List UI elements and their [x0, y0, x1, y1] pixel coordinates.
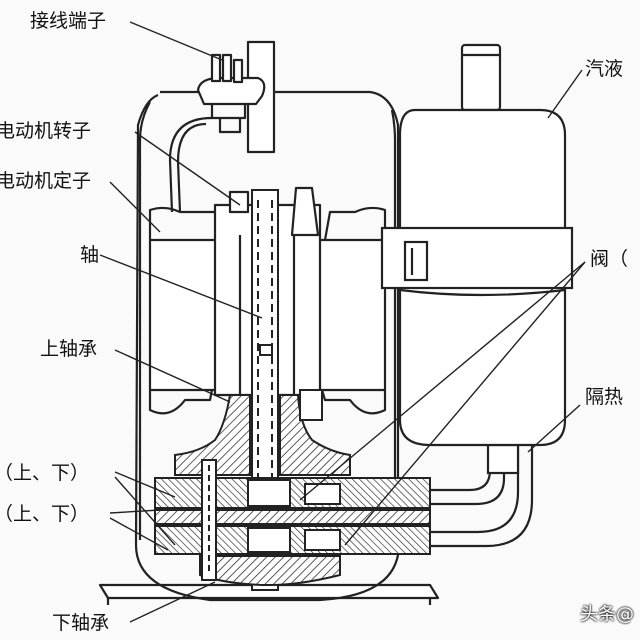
leader-shaft — [99, 254, 263, 319]
label-insulation: 隔热 — [585, 386, 624, 408]
leader-plate-1 — [109, 509, 161, 514]
label-stator: 电动机定子 — [0, 170, 92, 192]
outer-shell — [134, 90, 400, 602]
lower-cylinder — [154, 525, 431, 555]
label-upper-lower-1: （上、下） — [0, 462, 90, 484]
label-terminal: 接线端子 — [30, 10, 107, 32]
leader-accumulator — [547, 69, 583, 119]
leader-lower-bearing — [129, 581, 216, 623]
middle-plate — [154, 509, 431, 525]
leader-valve-1 — [299, 261, 586, 501]
label-upper-bearing: 上轴承 — [40, 338, 98, 360]
label-rotor: 电动机转子 — [0, 120, 92, 142]
leader-upper-bearing — [114, 349, 231, 403]
leader-valve-2 — [344, 261, 586, 546]
leader-rotor — [134, 131, 241, 206]
upper-bearing — [174, 394, 251, 476]
watermark: 头条@ — [580, 604, 634, 625]
leader-plate-2 — [109, 517, 169, 551]
leader-cylinder-1 — [114, 471, 176, 498]
label-lower-bearing: 下轴承 — [52, 612, 110, 634]
upper-cylinder — [154, 477, 431, 509]
lower-bearing — [199, 555, 341, 587]
label-upper-lower-2: （上、下） — [0, 503, 90, 525]
label-accumulator: 汽液 — [585, 58, 624, 80]
label-valve: 阀（ — [590, 248, 629, 270]
label-shaft: 轴 — [80, 244, 100, 266]
leader-insulation — [527, 404, 581, 453]
leader-stator — [109, 181, 161, 233]
leader-terminal — [129, 21, 223, 61]
